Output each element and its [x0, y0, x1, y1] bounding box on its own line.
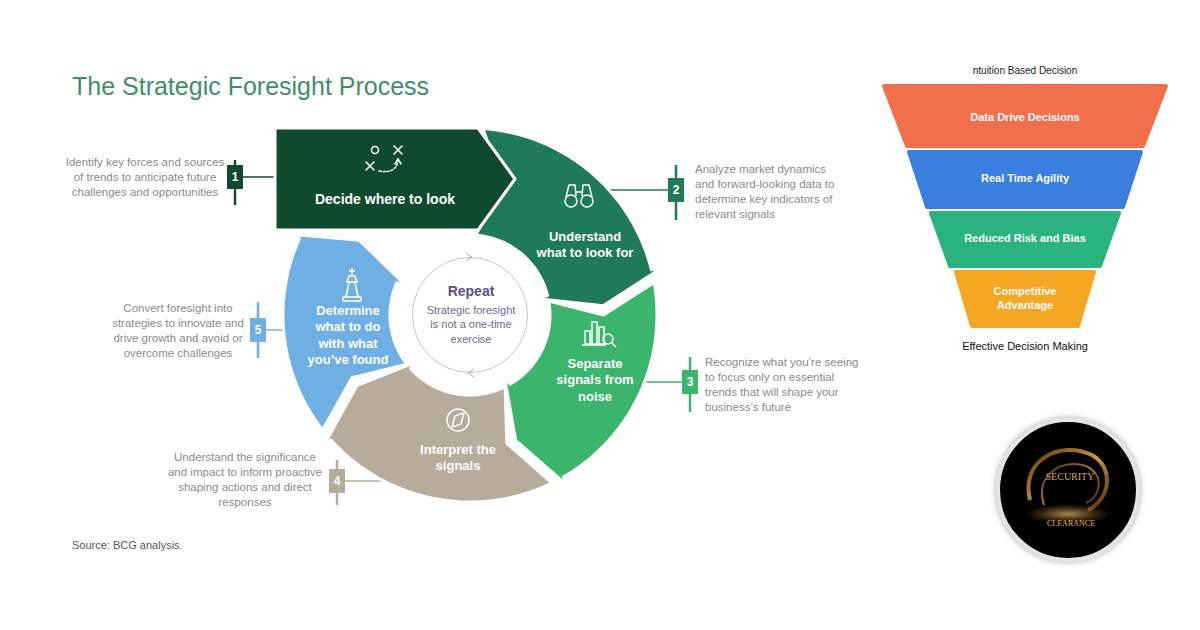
callout-digit: 1	[227, 170, 243, 185]
callout-number: 5	[250, 318, 266, 342]
funnel-band: Data Drive Decisions	[881, 83, 1169, 149]
band-label: Data Drive Decisions	[925, 111, 1125, 125]
band-label: Competitive Advantage	[985, 285, 1065, 313]
callout-digit: 5	[250, 323, 266, 338]
shape-fill	[909, 152, 1141, 207]
funnel-band: Real Time Agility	[906, 149, 1144, 210]
annotation-text: Convert foresight into strategies to inn…	[109, 301, 247, 361]
center-text: Strategic foresight is not a one-time ex…	[423, 303, 519, 346]
leader-line	[243, 176, 275, 178]
center-text: Repeat	[421, 283, 521, 301]
step-label: Determine what to do with what you’ve fo…	[304, 303, 392, 368]
shape-fill	[322, 361, 552, 503]
annotation-text: Identify key forces and sources of trend…	[65, 155, 225, 200]
funnel-band: Competitive Advantage	[953, 269, 1097, 329]
shape-fill	[283, 234, 408, 430]
band-label: Reduced Risk and Bias	[945, 232, 1105, 246]
source-caption: Source: BCG analysis.	[72, 539, 472, 553]
shape-outline	[272, 125, 518, 233]
shape-outline	[319, 357, 555, 505]
annotation-text: Recognize what you’re seeing to focus on…	[705, 355, 863, 415]
logo-text: CLEARANCE	[1026, 519, 1116, 529]
step-label: Interpret the signals	[408, 442, 508, 475]
process-arrow: Interpret the signals	[319, 357, 555, 505]
step-label: Understand what to look for	[535, 229, 635, 262]
leader-line	[266, 329, 284, 331]
callout-number: 1	[227, 165, 243, 189]
leader-line	[609, 189, 668, 191]
leader-line	[645, 381, 683, 383]
callout-digit: 3	[682, 375, 698, 390]
funnel-band: Reduced Risk and Bias	[928, 210, 1122, 269]
callout-number: 2	[668, 178, 684, 202]
annotation-text: Analyze market dynamics and forward-look…	[695, 162, 845, 222]
annotation-text: Effective Decision Making	[915, 340, 1135, 354]
leader-line	[345, 480, 384, 482]
callout-number: 4	[329, 469, 345, 493]
callout-digit: 4	[329, 474, 345, 489]
shape-fill	[931, 213, 1119, 266]
callout-digit: 2	[668, 183, 684, 198]
shape-fill	[884, 86, 1166, 146]
process-arrow: Decide where to look	[272, 125, 518, 233]
annotation-text: ntuition Based Decision	[915, 65, 1135, 78]
step-label: Decide where to look	[300, 191, 470, 209]
band-label: Real Time Agility	[935, 172, 1115, 186]
process-arrow: Determine what to do with what you’ve fo…	[280, 231, 411, 434]
shape-fill	[956, 272, 1094, 326]
callout-number: 3	[682, 370, 698, 394]
repeat-circle: RepeatStrategic foresight is not a one-t…	[412, 257, 528, 373]
diagram-title: The Strategic Foresight Process	[72, 71, 672, 102]
logo-circle: SECURITY CLEARANCE	[996, 418, 1140, 562]
logo-text: SECURITY	[1025, 471, 1115, 484]
annotation-text: Understand the significance and impact t…	[165, 450, 325, 510]
shape-fill	[275, 128, 515, 230]
step-label: Separate signals from noise	[553, 356, 638, 405]
